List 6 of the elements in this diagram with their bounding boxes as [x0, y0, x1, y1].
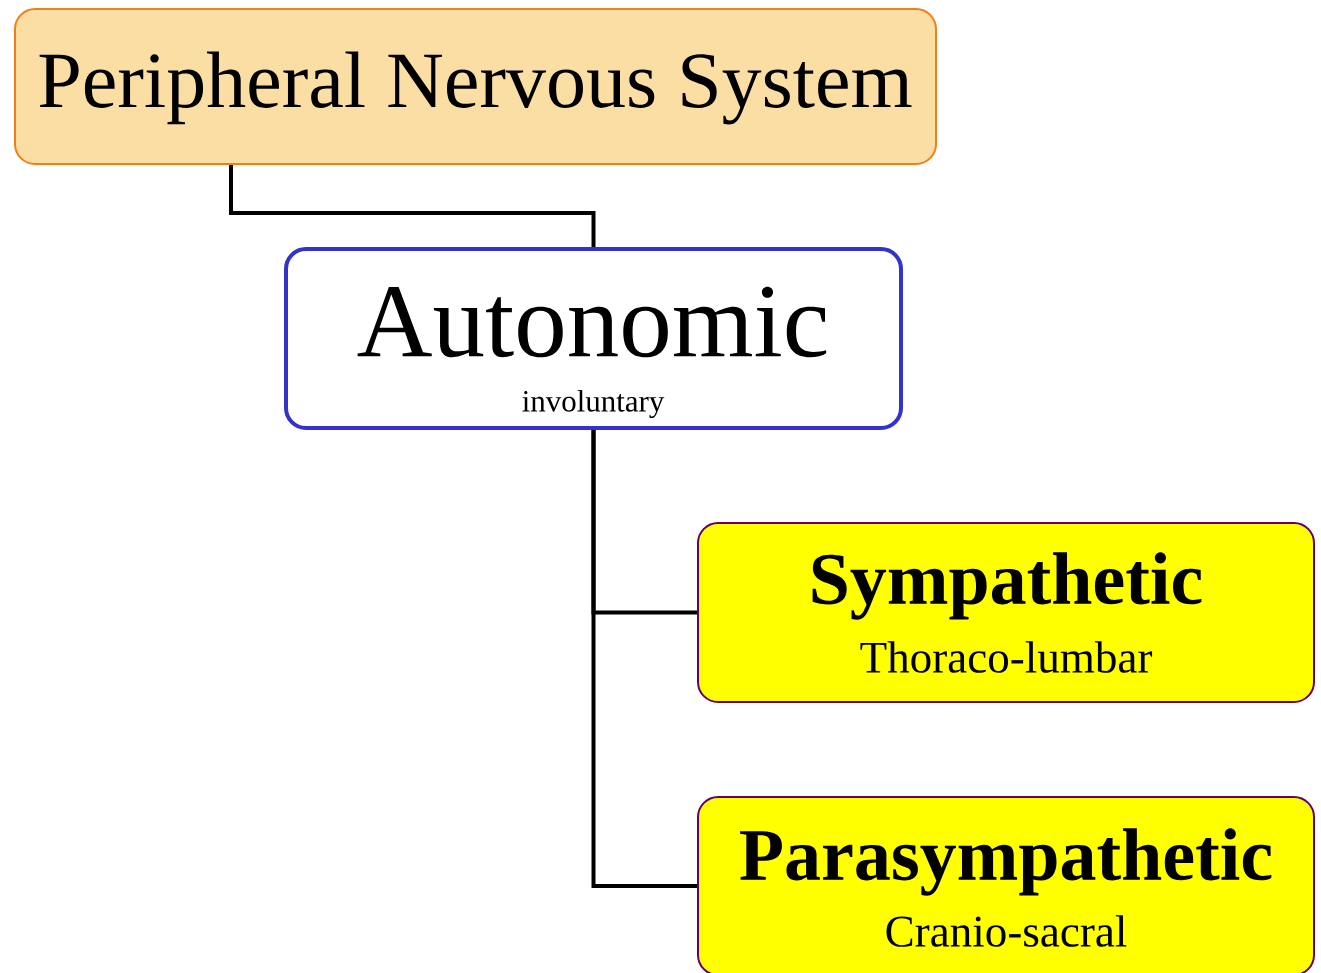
category-box: Sympathetic Thoraco-lumbar — [697, 522, 1315, 703]
category-box: Parasympathetic Cranio-sacral — [697, 796, 1315, 973]
title-box: Peripheral Nervous System — [14, 8, 937, 165]
connector — [591, 430, 697, 888]
category-box: Autonomic involuntary — [284, 247, 903, 430]
connector — [229, 165, 596, 247]
